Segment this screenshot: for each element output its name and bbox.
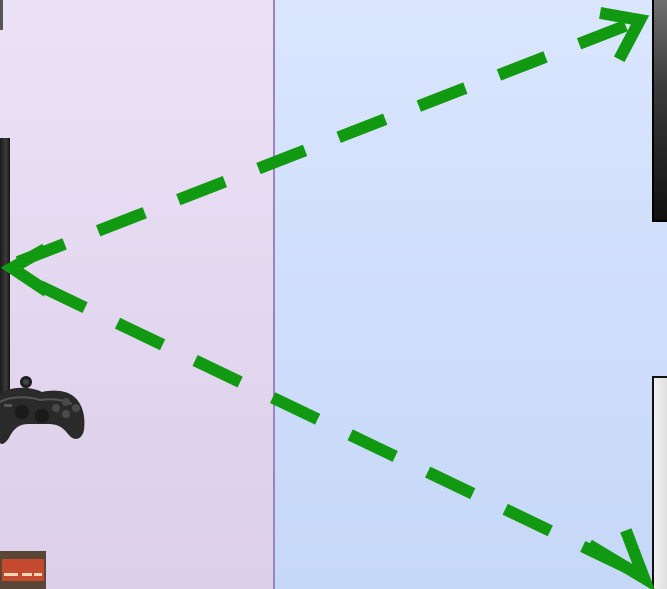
arrow-console-to-bottom-device [40,286,636,572]
arrowhead-bottom-device [594,536,644,578]
arrow-console-to-top-device [18,24,630,262]
